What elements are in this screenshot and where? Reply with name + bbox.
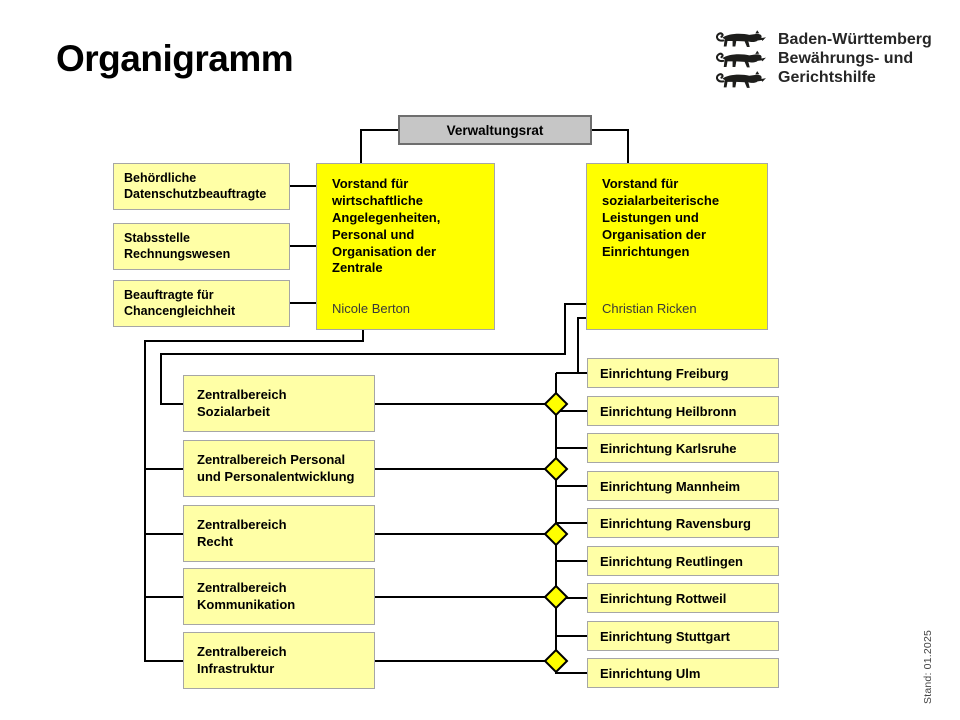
box-einrichtung-ulm: Einrichtung Ulm xyxy=(587,658,779,688)
box-label: Einrichtung Heilbronn xyxy=(600,403,737,419)
junction-diamond xyxy=(543,584,569,610)
box-label: Zentralbereich Recht xyxy=(197,516,287,549)
box-label: Einrichtung Karlsruhe xyxy=(600,440,737,456)
box-label: Einrichtung Rottweil xyxy=(600,590,727,606)
box-datenschutzbeauftragte: Behördliche Datenschutzbeauftragte xyxy=(113,163,290,210)
box-einrichtung-stuttgart: Einrichtung Stuttgart xyxy=(587,621,779,651)
box-label: Behördliche Datenschutzbeauftragte xyxy=(124,170,267,201)
box-chancengleichheit: Beauftragte für Chancengleichheit xyxy=(113,280,290,327)
box-rechnungswesen: Stabsstelle Rechnungswesen xyxy=(113,223,290,270)
box-label: Einrichtung Ravensburg xyxy=(600,515,751,531)
box-einrichtung-karlsruhe: Einrichtung Karlsruhe xyxy=(587,433,779,463)
box-label: Zentralbereich Kommunikation xyxy=(197,579,296,612)
box-zb-infrastruktur: Zentralbereich Infrastruktur xyxy=(183,632,375,689)
box-einrichtung-freiburg: Einrichtung Freiburg xyxy=(587,358,779,388)
box-einrichtung-heilbronn: Einrichtung Heilbronn xyxy=(587,396,779,426)
box-label: Zentralbereich Personal und Personalentw… xyxy=(197,451,355,484)
box-label: Beauftragte für Chancengleichheit xyxy=(124,287,236,318)
box-verwaltungsrat: Verwaltungsrat xyxy=(398,115,592,145)
wire-board-left xyxy=(360,129,398,164)
logo: Baden-Württemberg Bewährungs- und Gerich… xyxy=(714,28,932,92)
box-label: Zentralbereich Infrastruktur xyxy=(197,643,287,676)
box-zb-recht: Zentralbereich Recht xyxy=(183,505,375,562)
box-label: Einrichtung Ulm xyxy=(600,665,701,681)
junction-diamond xyxy=(543,648,569,674)
vorstand-name: Nicole Berton xyxy=(332,301,411,317)
box-label: Einrichtung Reutlingen xyxy=(600,553,743,569)
logo-text: Baden-Württemberg Bewährungs- und Gerich… xyxy=(778,31,932,86)
box-vorstand-wirtschaft: Vorstand für wirtschaftliche Angelegenhe… xyxy=(316,163,495,330)
wire-right-drop xyxy=(577,317,586,373)
box-vorstand-sozial: Vorstand für sozialarbeiterische Leistun… xyxy=(586,163,768,330)
box-label: Einrichtung Stuttgart xyxy=(600,628,730,644)
box-label: Stabsstelle Rechnungswesen xyxy=(124,230,231,261)
box-einrichtung-mannheim: Einrichtung Mannheim xyxy=(587,471,779,501)
wire-sozialarbeit xyxy=(160,303,586,405)
vorstand-title: Vorstand für sozialarbeiterische Leistun… xyxy=(602,176,720,259)
vorstand-name: Christian Ricken xyxy=(602,301,697,317)
box-label: Einrichtung Freiburg xyxy=(600,365,729,381)
junction-diamond xyxy=(543,391,569,417)
box-zb-kommunikation: Zentralbereich Kommunikation xyxy=(183,568,375,625)
box-label: Zentralbereich Sozialarbeit xyxy=(197,386,287,419)
box-zb-personal: Zentralbereich Personal und Personalentw… xyxy=(183,440,375,497)
junction-diamond xyxy=(543,456,569,482)
box-label: Einrichtung Mannheim xyxy=(600,478,741,494)
page-title: Organigramm xyxy=(56,38,294,79)
box-einrichtung-ravensburg: Einrichtung Ravensburg xyxy=(587,508,779,538)
stand-date-note: Stand: 01.2025 xyxy=(922,629,934,704)
box-zb-sozialarbeit: Zentralbereich Sozialarbeit xyxy=(183,375,375,432)
vorstand-title: Vorstand für wirtschaftliche Angelegenhe… xyxy=(332,176,441,276)
junction-diamond xyxy=(543,521,569,547)
box-label: Verwaltungsrat xyxy=(446,122,544,138)
box-einrichtung-rottweil: Einrichtung Rottweil xyxy=(587,583,779,613)
wire-left-spine xyxy=(144,329,364,662)
box-einrichtung-reutlingen: Einrichtung Reutlingen xyxy=(587,546,779,576)
wire-board-right xyxy=(592,129,629,164)
